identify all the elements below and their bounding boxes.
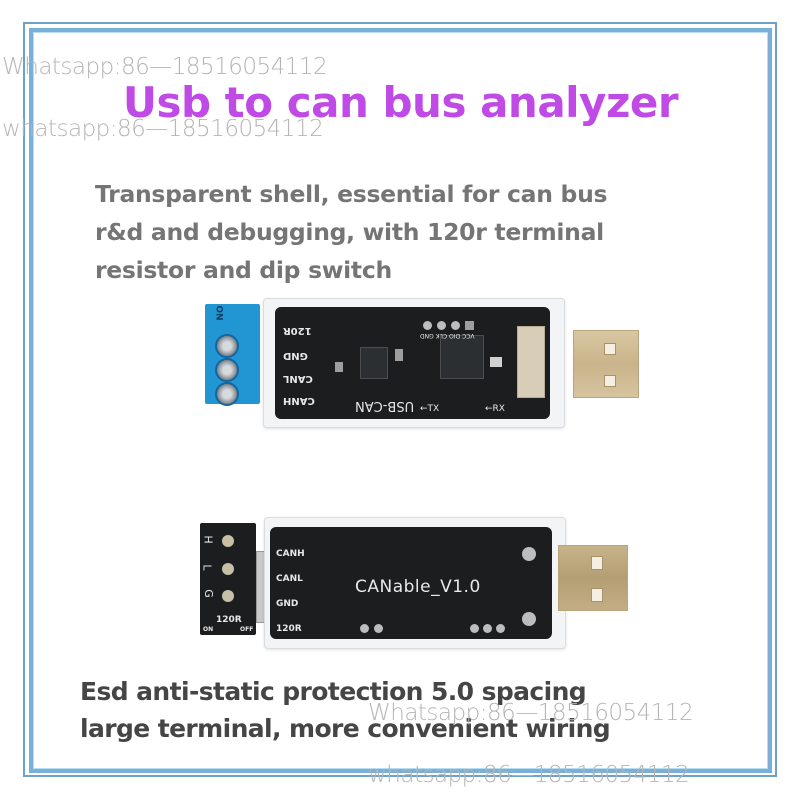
pcb-board: 120R GND CANL CANH USB-CAN VCC DIO CLK G… <box>275 307 550 419</box>
pin-label: CANH <box>283 395 315 406</box>
footer-line: Esd anti-static protection 5.0 spacing <box>80 677 587 706</box>
test-pad <box>470 624 479 633</box>
pcb-board: CANH CANL GND 120R CANable_V1.0 <box>270 527 552 639</box>
header-pad <box>465 321 474 330</box>
terminal-letter: G <box>201 589 215 598</box>
test-pad <box>374 624 383 633</box>
description-line: Transparent shell, essential for can bus <box>95 180 608 208</box>
footer-line: large terminal, more convenient wiring <box>80 714 611 743</box>
watermark-text: whatsapp:86—18516054112 <box>368 762 690 788</box>
usb-hole <box>604 375 616 387</box>
watermark-text: whatsapp:86—18516054112 <box>2 116 324 142</box>
terminal-letter: H <box>201 535 215 544</box>
device-photo-bottom: H L G 120R ON OFF CANH CANL GND 120R CAN… <box>200 505 640 649</box>
solder-pad <box>222 590 234 602</box>
header-pad <box>451 321 460 330</box>
pin-label: CANH <box>276 549 305 559</box>
pin-label: 120R <box>276 624 302 634</box>
description-line: resistor and dip switch <box>95 256 392 284</box>
mount-pad <box>522 612 536 626</box>
usb-connector <box>573 330 639 398</box>
switch-off-label: OFF <box>240 626 254 633</box>
pin-label: GND <box>276 599 299 609</box>
terminal-board: H L G 120R ON OFF <box>200 523 256 635</box>
usb-connector <box>558 545 628 611</box>
usb-connector-shell <box>517 326 545 398</box>
description-line: r&d and debugging, with 120r terminal <box>95 218 604 246</box>
switch-label: ON <box>213 305 224 321</box>
border-frame-inner <box>29 28 772 773</box>
pin-label: CANL <box>276 574 303 584</box>
device-photo-top: ON 120R GND CANL CANH USB-CAN VCC DIO CL… <box>205 290 639 440</box>
solder-pad <box>222 563 234 575</box>
switch-label: 120R <box>216 615 242 625</box>
board-label: CANable_V1.0 <box>355 577 481 597</box>
border-frame-highlight <box>33 32 768 769</box>
pin-label: 120R <box>283 325 312 336</box>
microcontroller-chip <box>440 335 484 379</box>
solder-pad <box>222 535 234 547</box>
smd-component <box>490 357 502 367</box>
rx-label: ←RX <box>485 404 505 414</box>
smd-component <box>335 362 343 372</box>
page-title: Usb to can bus analyzer <box>122 78 679 127</box>
watermark-text: Whatsapp:86—18516054112 <box>2 54 328 80</box>
usb-hole <box>604 343 616 355</box>
header-pad <box>437 321 446 330</box>
border-frame-outer <box>23 22 777 777</box>
pin-label: GND <box>283 350 308 361</box>
pin-label: CANL <box>283 373 313 384</box>
tx-label: ←TX <box>420 404 440 414</box>
transceiver-chip <box>360 347 388 379</box>
switch-on-label: ON <box>203 626 214 633</box>
board-label: USB-CAN <box>355 398 415 413</box>
test-pad <box>496 624 505 633</box>
header-label: VCC DIO CLK GND <box>420 332 475 339</box>
usb-hole <box>591 588 603 602</box>
smd-component <box>395 349 403 361</box>
header-pad <box>423 321 432 330</box>
screw-icon <box>215 358 239 382</box>
usb-hole <box>591 556 603 570</box>
description-text: Transparent shell, essential for can bus… <box>95 175 695 289</box>
footer-text: Esd anti-static protection 5.0 spacing l… <box>80 673 740 747</box>
mount-pad <box>522 547 536 561</box>
screw-terminal-block: ON <box>205 304 260 406</box>
screw-icon <box>215 334 239 358</box>
terminal-letter: L <box>200 564 214 571</box>
test-pad <box>483 624 492 633</box>
screw-icon <box>215 382 239 406</box>
watermark-text: Whatsapp:86—18516054112 <box>368 700 694 726</box>
test-pad <box>360 624 369 633</box>
